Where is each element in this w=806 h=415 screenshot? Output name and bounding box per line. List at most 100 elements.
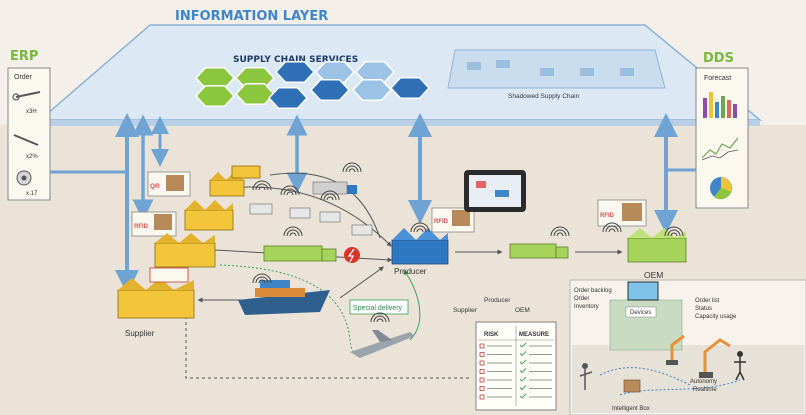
wifi-icon — [550, 226, 570, 237]
order-list-label: Order list — [695, 298, 720, 304]
wifi-icon — [280, 185, 300, 196]
risk-checklist-rows — [479, 342, 552, 400]
order-backlog-label: Order backlog — [574, 288, 612, 294]
realtime-label: Realtime — [693, 387, 717, 393]
service-hex-tile — [267, 87, 309, 109]
robot-arm-icon — [666, 334, 685, 365]
bar-chart-icon — [703, 92, 737, 118]
devices-label: Devices — [630, 310, 651, 316]
pie-chart-icon — [710, 177, 732, 200]
supply-chain-services-hexes — [194, 61, 431, 109]
qr-label: QR — [150, 183, 160, 190]
rfid-left-label: RFID — [134, 224, 149, 230]
risk-producer-label: Producer — [484, 297, 511, 304]
autonomy-label: Autonomy — [690, 379, 717, 385]
worker-icon — [734, 351, 746, 381]
risk-supplier-label: Supplier — [453, 307, 478, 314]
service-hex-tile — [314, 61, 356, 83]
special-delivery-tag — [349, 299, 409, 315]
rfid-tag-oem — [597, 199, 647, 227]
alert-icon — [344, 247, 360, 263]
truck-icon — [263, 245, 337, 262]
service-hex-tile — [194, 85, 236, 107]
service-hex-tile — [274, 61, 316, 83]
gear-disc-icon — [16, 170, 32, 186]
dds-forecast-label: Forecast — [704, 75, 731, 82]
qr-tag — [147, 171, 191, 197]
dds-title: DDS — [703, 51, 734, 66]
shadowed-supply-chain-panel — [447, 49, 666, 89]
service-hex-tile — [234, 83, 276, 105]
devices-tag — [625, 306, 657, 318]
wifi-icon — [252, 273, 272, 284]
risk-measure-sheet — [475, 321, 557, 411]
oem-label: OEM — [644, 270, 663, 280]
supplier-label: Supplier — [125, 329, 155, 338]
service-hex-tile — [309, 79, 351, 101]
rfid-producer-label: RFID — [434, 219, 449, 225]
checklist-row — [479, 385, 552, 391]
layer-link-arrows — [50, 113, 696, 294]
special-delivery-route — [219, 264, 421, 354]
wifi-signals — [252, 162, 684, 323]
service-hex-tile — [389, 77, 431, 99]
van-icon — [289, 207, 311, 219]
shadowed-supply-chain-label: Shadowed Supply Chain — [508, 93, 580, 100]
rfid-oem-label: RFID — [600, 213, 615, 219]
supply-chain-services-title: SUPPLY CHAIN SERVICES — [233, 55, 358, 65]
capacity-usage-label: Capacity usage — [695, 314, 737, 320]
erp-order-label: Order — [14, 74, 33, 81]
worker-icon — [579, 363, 593, 390]
service-hex-tile — [351, 79, 393, 101]
producer-label: Producer — [394, 267, 427, 276]
checklist-row — [479, 368, 552, 374]
wifi-icon — [664, 226, 684, 237]
information-layer-title: INFORMATION LAYER — [175, 9, 328, 24]
van-icon — [249, 203, 273, 215]
shadow-truck-icon — [496, 60, 510, 68]
wifi-icon — [410, 222, 430, 233]
erp-qty-1: x3H — [26, 109, 37, 115]
devices-tablet-icon — [627, 281, 659, 301]
shadow-factory-icon — [467, 62, 481, 70]
supplier-factory-icon — [117, 267, 195, 319]
network-path — [599, 367, 691, 386]
van-icon — [319, 211, 341, 223]
checklist-row — [479, 376, 552, 383]
screwdriver-icon — [13, 134, 39, 146]
checklist-row — [479, 359, 552, 366]
special-delivery-label: Special delivery — [353, 305, 403, 312]
shadow-truck-icon — [580, 68, 594, 76]
risk-column-header: RISK — [484, 332, 499, 338]
erp-qty-2: x2% — [26, 154, 38, 160]
van-icon — [351, 224, 373, 236]
intelligent-box-label: Intelligent Box — [612, 406, 650, 412]
measure-column-header: MEASURE — [519, 332, 549, 338]
shadow-factory-icon — [620, 68, 634, 76]
truck-icon — [509, 243, 569, 259]
erp-title: ERP — [10, 49, 38, 64]
checklist-row — [479, 393, 552, 400]
factory-icon — [184, 200, 234, 231]
order-label: Order — [574, 296, 589, 302]
robot-arm-icon — [699, 338, 731, 378]
wifi-icon — [320, 190, 340, 201]
wifi-icon — [342, 162, 362, 173]
network-path — [619, 379, 741, 396]
plane-icon — [350, 330, 415, 358]
factory-icon — [154, 233, 216, 268]
wifi-icon — [602, 222, 622, 233]
rfid-tag-left — [131, 211, 177, 237]
producer-factory-icon — [391, 228, 449, 265]
line-chart-icon — [701, 137, 739, 161]
wrench-icon — [12, 91, 41, 101]
wifi-icon — [252, 180, 272, 191]
shadow-factory-icon — [540, 68, 554, 76]
checklist-row — [479, 342, 552, 349]
tablet-icon — [464, 170, 526, 212]
factory-icon — [231, 165, 261, 179]
status-label: Status — [695, 306, 712, 312]
intelligent-box-icon — [623, 379, 641, 393]
